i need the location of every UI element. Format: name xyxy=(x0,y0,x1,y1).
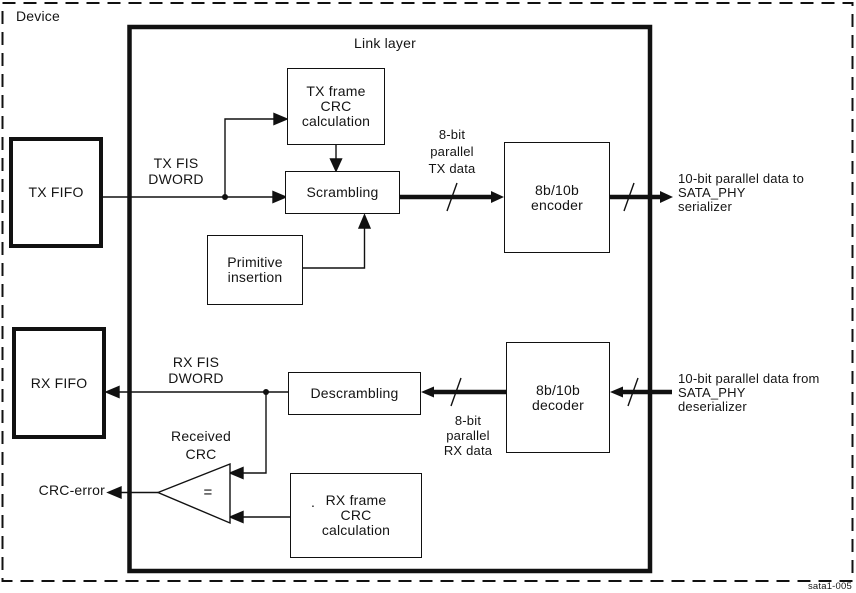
device-label: Device xyxy=(16,8,60,24)
tx-fis-dword-label: TX FIS DWORD xyxy=(135,155,217,187)
crc-error-label: CRC-error xyxy=(38,482,105,498)
tx-bus-line1: 8-bit xyxy=(438,127,466,142)
arrowhead-crc-error xyxy=(106,485,122,500)
tx-out-line1: 10-bit parallel data to xyxy=(678,171,805,186)
decoder-line2: decoder xyxy=(532,396,584,413)
arrowhead-into-decoder xyxy=(610,386,623,398)
bus-width-slash-rx2 xyxy=(450,377,462,407)
received-crc-line2: CRC xyxy=(185,446,217,462)
device-boundary xyxy=(1,2,854,582)
descrambling-label: Descrambling xyxy=(310,385,399,401)
arrowhead-into-rx-fifo xyxy=(104,385,120,399)
bus-width-slash-tx2 xyxy=(623,182,635,212)
rx-fis-dword-label: RX FIS DWORD xyxy=(155,354,237,386)
tx-fifo-box: TX FIFO xyxy=(9,137,103,248)
tx-bus-label: 8-bit parallel TX data xyxy=(412,126,492,177)
tx-fis-line2: DWORD xyxy=(148,171,204,187)
link-layer-label: Link layer xyxy=(354,35,416,51)
tx-fis-line1: TX FIS xyxy=(153,155,199,171)
encoder-line2: encoder xyxy=(531,196,583,213)
bus-width-slash-rx1 xyxy=(627,377,639,407)
tx-out-line3: serializer xyxy=(678,199,733,214)
rx-fis-line2: DWORD xyxy=(168,370,224,386)
rx-in-line2: SATA_PHY xyxy=(678,385,746,400)
comparator-equals-label: = xyxy=(203,484,213,501)
primitive-to-scrambling-line xyxy=(303,228,366,269)
primitive-insertion-box: Primitive insertion xyxy=(207,235,303,305)
scrambling-label: Scrambling xyxy=(306,184,379,200)
rx-frame-crc-line3: calculation xyxy=(321,522,391,538)
tx-frame-crc-line3: calculation xyxy=(301,113,371,129)
received-crc-line1: Received xyxy=(171,428,231,444)
rx-in-line1: 10-bit parallel data from xyxy=(678,371,820,386)
encoder-box: 8b/10b encoder xyxy=(504,142,610,253)
tx-bus-line3: TX data xyxy=(428,161,476,176)
rx-frame-crc-line2: CRC xyxy=(340,507,372,523)
received-crc-label: Received CRC xyxy=(161,427,241,463)
arrowhead-into-encoder xyxy=(491,191,504,203)
branch-to-tx-crc-line xyxy=(224,118,276,197)
comparator-triangle xyxy=(156,462,231,525)
bus-width-slash-tx1 xyxy=(446,182,458,212)
rx-frame-crc-line1: RX frame xyxy=(325,492,387,508)
tx-frame-crc-line2: CRC xyxy=(320,98,352,114)
rx-frame-crc-box: RX frame CRC calculation xyxy=(290,473,422,558)
decoder-line1: 8b/10b xyxy=(535,381,581,398)
tx-frame-crc-box: TX frame CRC calculation xyxy=(287,68,385,145)
primitive-insertion-line2: insertion xyxy=(227,269,283,285)
decoder-box: 8b/10b decoder xyxy=(506,342,610,453)
arrowhead-down-into-scrambling xyxy=(329,158,343,173)
rx-in-line3: deserializer xyxy=(678,399,747,414)
rx-bus-line2: parallel xyxy=(446,428,490,443)
link-layer-boundary xyxy=(127,24,653,574)
arrowhead-comparator-top-input xyxy=(228,466,244,480)
arrowhead-to-serializer xyxy=(660,191,673,203)
arrowhead-into-scrambling xyxy=(272,190,288,204)
arrowhead-into-tx-crc xyxy=(273,112,289,126)
tx-fifo-label: TX FIFO xyxy=(28,184,84,200)
stray-dot-mark: . xyxy=(311,494,316,510)
descrambling-box: Descrambling xyxy=(288,372,421,415)
rx-fis-line1: RX FIS xyxy=(172,354,220,370)
rx-fifo-label: RX FIFO xyxy=(30,374,88,391)
tx-out-line2: SATA_PHY xyxy=(678,185,746,200)
deserializer-input-label: 10-bit parallel data from SATA_PHY deser… xyxy=(678,372,854,414)
arrowhead-into-descrambling xyxy=(421,386,434,398)
rx-fifo-box: RX FIFO xyxy=(12,327,106,439)
scrambling-box: Scrambling xyxy=(285,171,400,214)
primitive-insertion-line1: Primitive xyxy=(227,254,283,270)
branch-to-comparator-line xyxy=(241,392,267,474)
figure-id-label: sata1-005 xyxy=(807,581,852,592)
arrowhead-up-into-scrambling xyxy=(357,213,372,229)
tx-bus-line2: parallel xyxy=(430,144,474,159)
rx-bus-line3: RX data xyxy=(443,443,493,458)
rx-bus-line1: 8-bit xyxy=(454,413,482,428)
tx-connectors xyxy=(103,112,372,269)
rx-bus-label: 8-bit parallel RX data xyxy=(428,413,508,458)
tx-frame-crc-line1: TX frame xyxy=(306,83,366,99)
encoder-line1: 8b/10b xyxy=(534,181,580,198)
arrowhead-comparator-bottom-input xyxy=(228,510,244,524)
serializer-output-label: 10-bit parallel data to SATA_PHY seriali… xyxy=(678,172,850,214)
